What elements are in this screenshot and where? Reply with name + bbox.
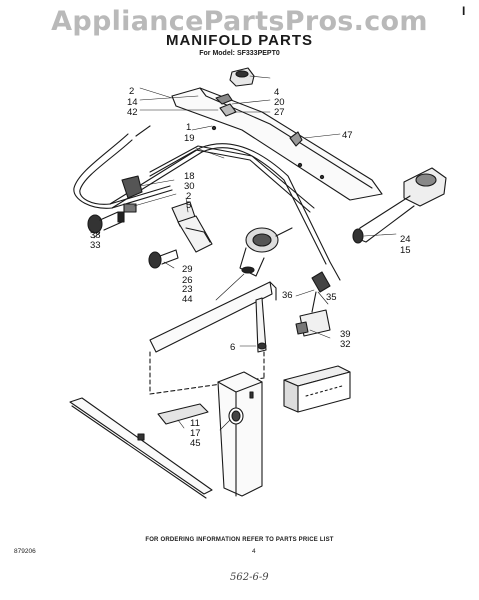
callout-5: 5 [186,200,191,211]
callout-36: 36 [282,290,293,301]
page-number: 4 [252,548,256,555]
burner-head [352,167,447,244]
callout-32: 32 [340,339,351,350]
small-bracket [157,403,209,425]
part-4-bracket [229,67,255,87]
callout-4: 4 [274,87,279,98]
front-trim [69,397,213,499]
callout-45: 45 [190,438,201,449]
callout-2b: 2 [186,191,191,202]
callout-38: 38 [90,230,101,241]
part-32-module [283,365,351,413]
page-title: MANIFOLD PARTS [165,32,314,49]
watermark: AppliancePartsPros.com [51,6,428,37]
callout-35: 35 [326,292,337,303]
document-code: 879206 [14,548,36,555]
callout-14: 14 [127,97,138,108]
side-panel [217,371,263,497]
callout-20: 20 [274,97,285,108]
callout-42: 42 [127,107,138,118]
callout-33: 33 [90,240,101,251]
valve-cluster [121,175,213,253]
callout-26: 26 [182,275,193,286]
callout-29: 29 [182,264,193,275]
callout-47: 47 [342,130,353,141]
bracket-frame [149,281,277,395]
switch-assembly [295,271,331,337]
callout-23: 23 [182,284,193,295]
corner-mark: I [462,4,466,18]
leader-lines [93,75,397,431]
part-47-clip [289,131,303,147]
part-38-knob [87,211,125,234]
callout-27: 27 [274,107,285,118]
model-number: For Model: SF333PEPT0 [199,50,280,57]
callout-2a: 2 [129,86,134,97]
handwritten-note: 562-6-9 [230,572,269,583]
callout-1: 1 [186,122,191,133]
callout-11: 11 [190,418,200,429]
callout-44: 44 [182,294,193,305]
callout-15: 15 [400,245,411,256]
regulator [239,227,293,277]
part-29-knob [148,249,179,269]
callout-19: 19 [184,133,195,144]
callout-18: 18 [184,171,195,182]
manifold-top-rail [171,87,383,201]
callout-24: 24 [400,234,411,245]
callout-6: 6 [230,342,235,353]
callout-17: 17 [190,428,201,439]
callout-30: 30 [184,181,195,192]
callout-39: 39 [340,329,351,340]
callout-labels: 2 14 42 1 19 18 30 2 5 38 33 29 26 23 44… [90,86,411,449]
ordering-note: FOR ORDERING INFORMATION REFER TO PARTS … [145,537,334,543]
